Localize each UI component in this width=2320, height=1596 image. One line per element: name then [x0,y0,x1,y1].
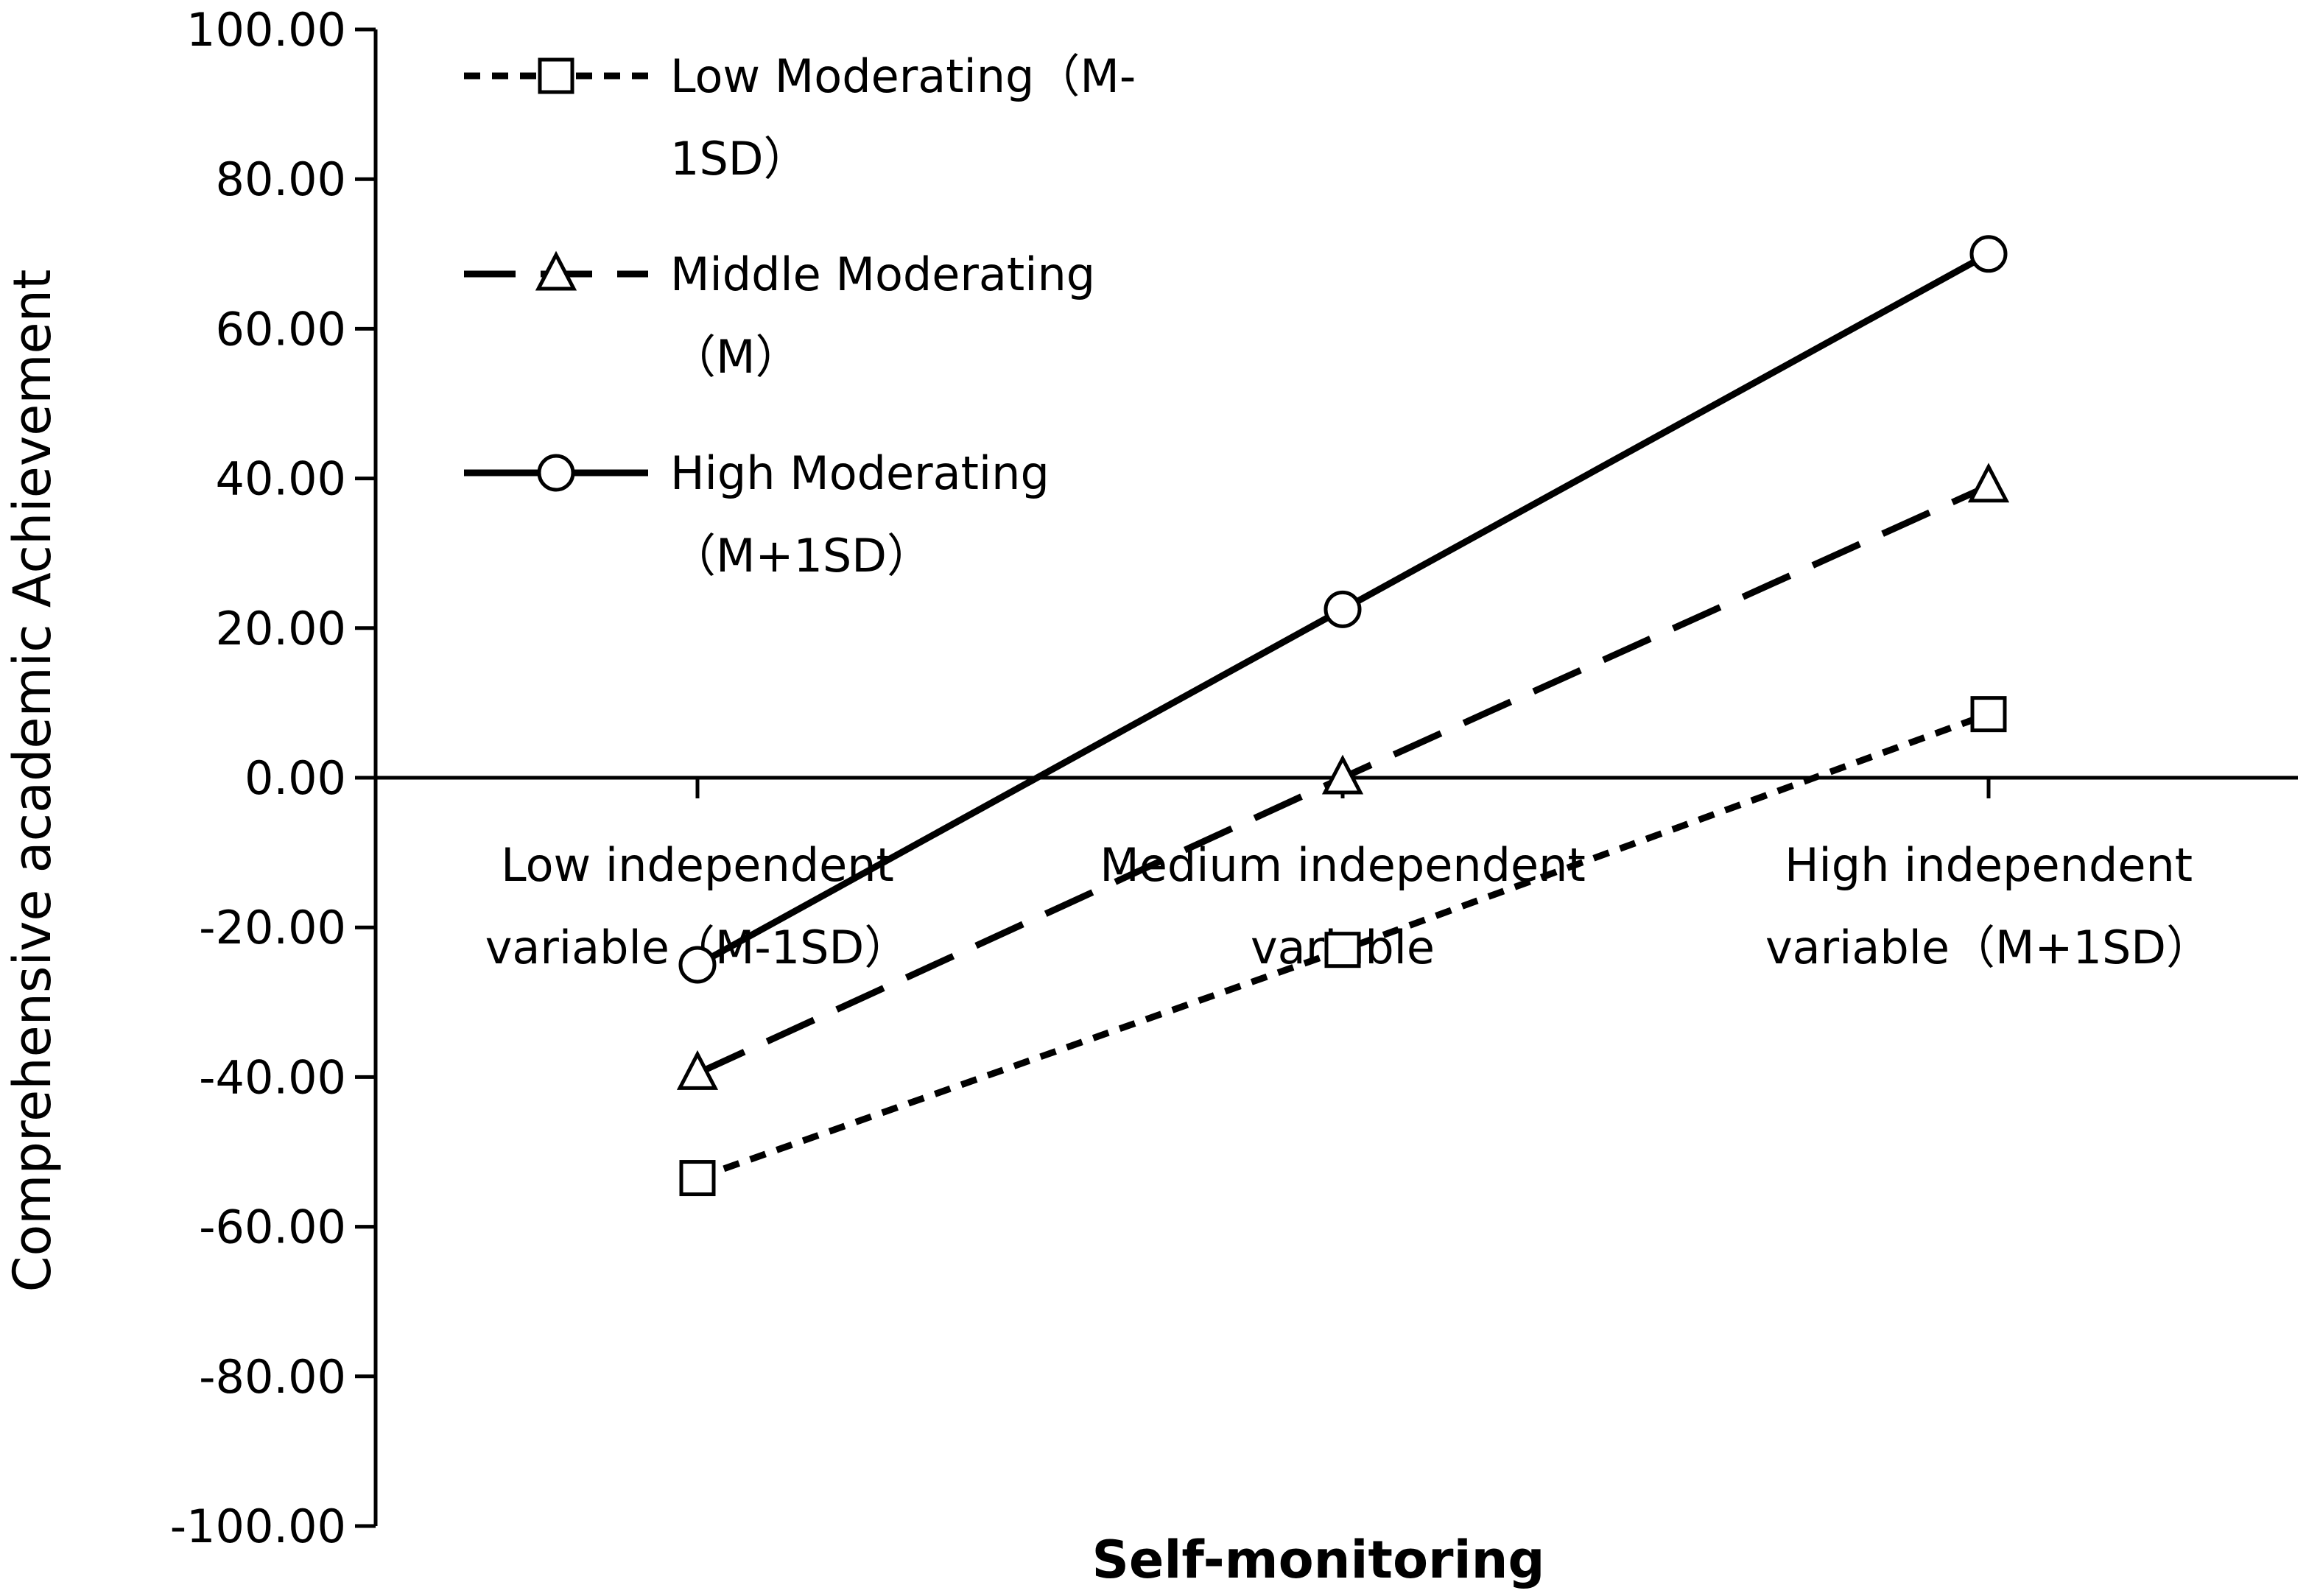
data-point-triangle [676,1050,719,1090]
y-tick-label: -100.00 [170,1500,346,1553]
legend-marker-triangle [535,250,577,291]
series-lines [676,235,2010,1197]
legend-label: Middle Moderating [670,247,1095,301]
data-point-triangle [1321,754,1364,795]
data-point-circle [1969,235,2008,273]
x-category-label: Low independent [501,838,894,892]
y-tick-label: 20.00 [216,602,347,655]
y-tick-label: 0.00 [245,751,346,805]
data-point-square [1324,932,1361,969]
y-tick-label: 80.00 [216,152,347,206]
x-category-label: High independent [1785,838,2193,892]
data-point-circle [1324,590,1362,628]
y-tick-label: -60.00 [199,1200,346,1254]
y-axis-title: Comprehensive academic Achievement [2,270,63,1293]
legend: Low Moderating（M- 1SD） Middle Moderating （M… [464,49,1136,583]
data-point-square [1970,696,2007,733]
legend-label: （M） [670,330,801,384]
legend-label: High Moderating [670,446,1050,500]
y-tick-label: 40.00 [216,452,347,506]
legend-label: （M+1SD） [670,529,932,583]
x-category-label: Medium independent [1100,838,1586,892]
y-tick-label: -20.00 [199,901,346,955]
legend-marker-circle [537,454,575,492]
y-tick-label: -80.00 [199,1350,346,1404]
y-axis: 100.00 80.00 60.00 40.00 20.00 0.00 -20.00 -40.… [170,3,378,1553]
legend-marker-square [538,57,574,94]
y-tick-label: -40.00 [199,1050,346,1104]
data-point-triangle [1967,463,2010,503]
x-axis-title: Self-monitoring [1092,1530,1544,1590]
data-point-square [679,1160,716,1197]
legend-label: Low Moderating（M- [670,49,1136,103]
y-tick-label: 60.00 [216,302,347,356]
legend-label: 1SD） [670,132,809,186]
x-category-label: variable（M+1SD） [1765,921,2212,974]
data-point-circle [678,946,717,984]
y-tick-label: 100.00 [186,3,346,57]
